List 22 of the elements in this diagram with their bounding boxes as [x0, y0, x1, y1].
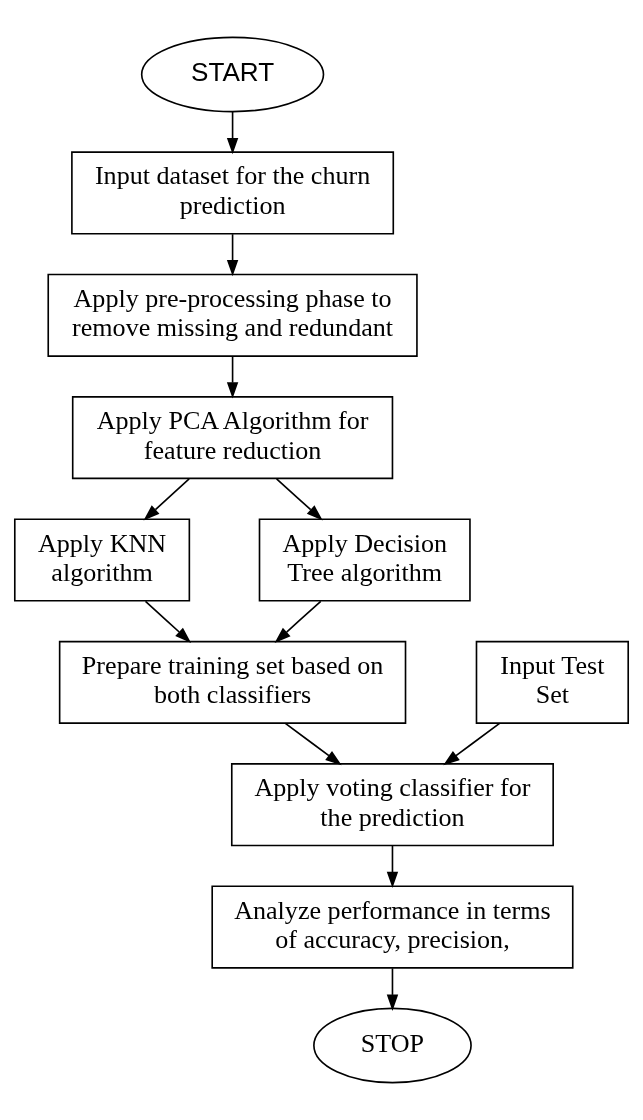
arrow: [274, 600, 322, 643]
arrow: [226, 233, 239, 277]
arrow: [443, 722, 501, 766]
node-box: Apply Decision Tree algorithm: [258, 518, 471, 602]
arrow: [144, 600, 192, 643]
arrow: [275, 478, 323, 521]
node-box: Apply KNN algorithm: [13, 518, 191, 602]
arrow: [386, 845, 399, 888]
node-box: Prepare training set based on both classifiers: [58, 640, 407, 724]
arrow: [226, 355, 239, 399]
arrow: [226, 111, 239, 155]
node-box: Apply pre-processing phase to remove missing and redundant: [47, 273, 418, 357]
arrow: [143, 478, 190, 521]
node-box: Input dataset for the churn prediction: [71, 151, 395, 235]
node-box: Analyze performance in terms of accuracy, precision,: [211, 885, 574, 969]
node-ellipse: STOP: [313, 1007, 472, 1084]
node-ellipse: START: [140, 36, 325, 113]
arrow: [284, 722, 342, 766]
node-box: Apply PCA Algorithm for feature reduction: [71, 396, 394, 480]
node-box: Apply voting classifier for the prediction: [230, 763, 554, 847]
node-box: Input Test Set: [475, 640, 630, 724]
arrow: [386, 967, 399, 1011]
